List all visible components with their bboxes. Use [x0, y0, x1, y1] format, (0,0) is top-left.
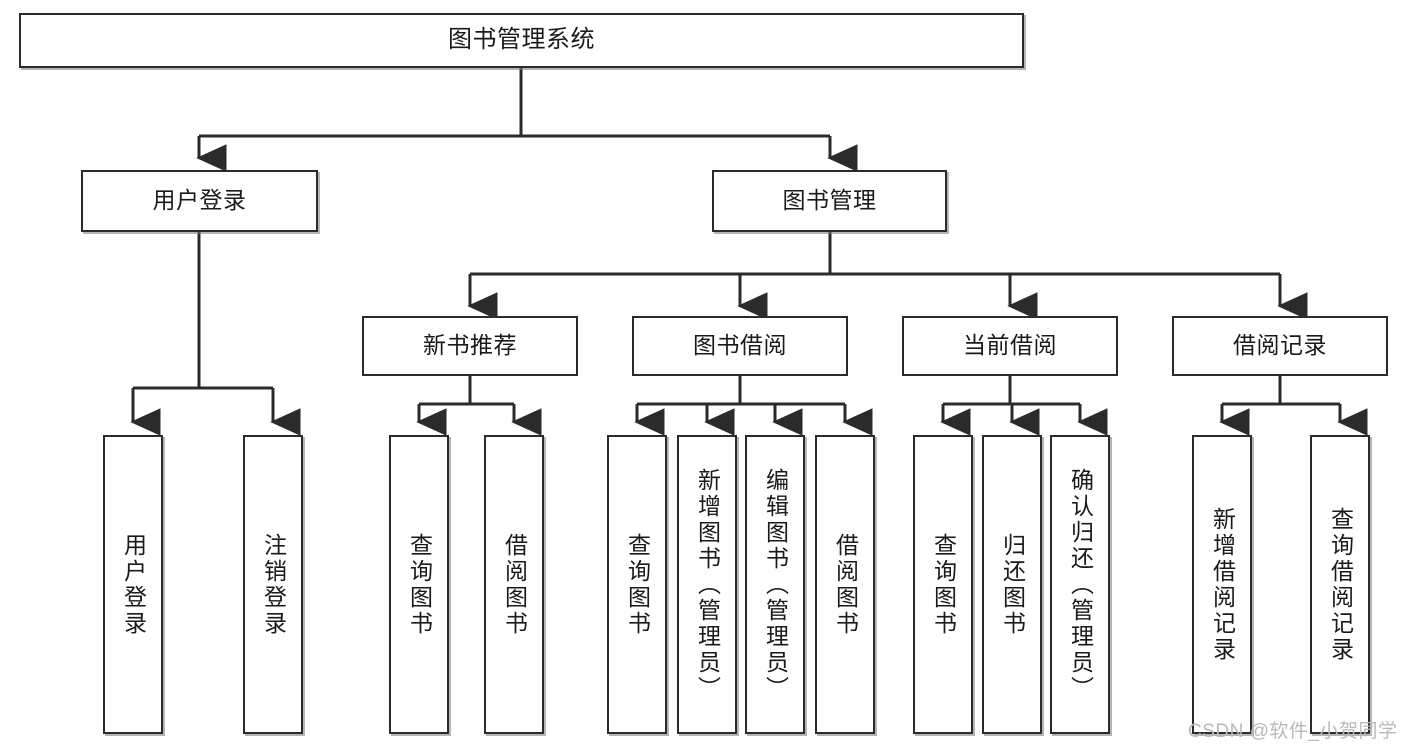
node-leaf-confirm-return[interactable]: 确认归还（管理员）	[1050, 435, 1110, 734]
node-leaf-query-book-2[interactable]: 查询图书	[607, 435, 667, 734]
node-user-login[interactable]: 用户登录	[81, 170, 318, 232]
node-leaf-query-record[interactable]: 查询借阅记录	[1310, 435, 1370, 734]
node-leaf-add-record[interactable]: 新增借阅记录	[1192, 435, 1252, 734]
node-leaf-borrow-book-2-label: 借阅图书	[832, 532, 859, 637]
node-current-borrow-label: 当前借阅	[963, 332, 1057, 359]
node-root-label: 图书管理系统	[448, 26, 595, 54]
node-leaf-query-book-2-label: 查询图书	[624, 532, 651, 637]
node-leaf-query-book-1[interactable]: 查询图书	[389, 435, 449, 734]
node-book-borrow[interactable]: 图书借阅	[632, 316, 848, 376]
node-current-borrow[interactable]: 当前借阅	[902, 316, 1118, 376]
node-leaf-borrow-book-2[interactable]: 借阅图书	[815, 435, 875, 734]
node-leaf-user-login[interactable]: 用户登录	[103, 435, 163, 734]
node-leaf-add-book-label: 新增图书（管理员）	[694, 467, 721, 702]
node-book-borrow-label: 图书借阅	[693, 332, 787, 359]
node-new-book-recommend-label: 新书推荐	[423, 332, 517, 359]
node-leaf-query-record-label: 查询借阅记录	[1327, 506, 1354, 663]
node-borrow-record[interactable]: 借阅记录	[1172, 316, 1388, 376]
node-book-manage[interactable]: 图书管理	[712, 170, 947, 232]
node-leaf-add-record-label: 新增借阅记录	[1209, 506, 1236, 663]
node-borrow-record-label: 借阅记录	[1233, 332, 1327, 359]
node-leaf-add-book[interactable]: 新增图书（管理员）	[677, 435, 737, 734]
node-leaf-user-logout[interactable]: 注销登录	[243, 435, 303, 734]
node-leaf-edit-book[interactable]: 编辑图书（管理员）	[745, 435, 805, 734]
node-root[interactable]: 图书管理系统	[19, 13, 1024, 68]
node-book-manage-label: 图书管理	[782, 187, 877, 214]
node-leaf-confirm-return-label: 确认归还（管理员）	[1067, 467, 1094, 702]
node-leaf-query-book-3[interactable]: 查询图书	[913, 435, 973, 734]
node-leaf-edit-book-label: 编辑图书（管理员）	[762, 467, 789, 702]
node-leaf-return-book-label: 归还图书	[999, 532, 1026, 637]
node-leaf-user-logout-label: 注销登录	[260, 532, 287, 637]
node-leaf-return-book[interactable]: 归还图书	[982, 435, 1042, 734]
node-leaf-borrow-book-1[interactable]: 借阅图书	[484, 435, 544, 734]
node-leaf-borrow-book-1-label: 借阅图书	[501, 532, 528, 637]
node-user-login-label: 用户登录	[152, 187, 247, 214]
node-leaf-query-book-3-label: 查询图书	[930, 532, 957, 637]
node-leaf-user-login-label: 用户登录	[120, 532, 147, 637]
node-new-book-recommend[interactable]: 新书推荐	[362, 316, 578, 376]
csdn-watermark: CSDN @软件_小贺同学	[1188, 721, 1398, 742]
node-leaf-query-book-1-label: 查询图书	[406, 532, 433, 637]
